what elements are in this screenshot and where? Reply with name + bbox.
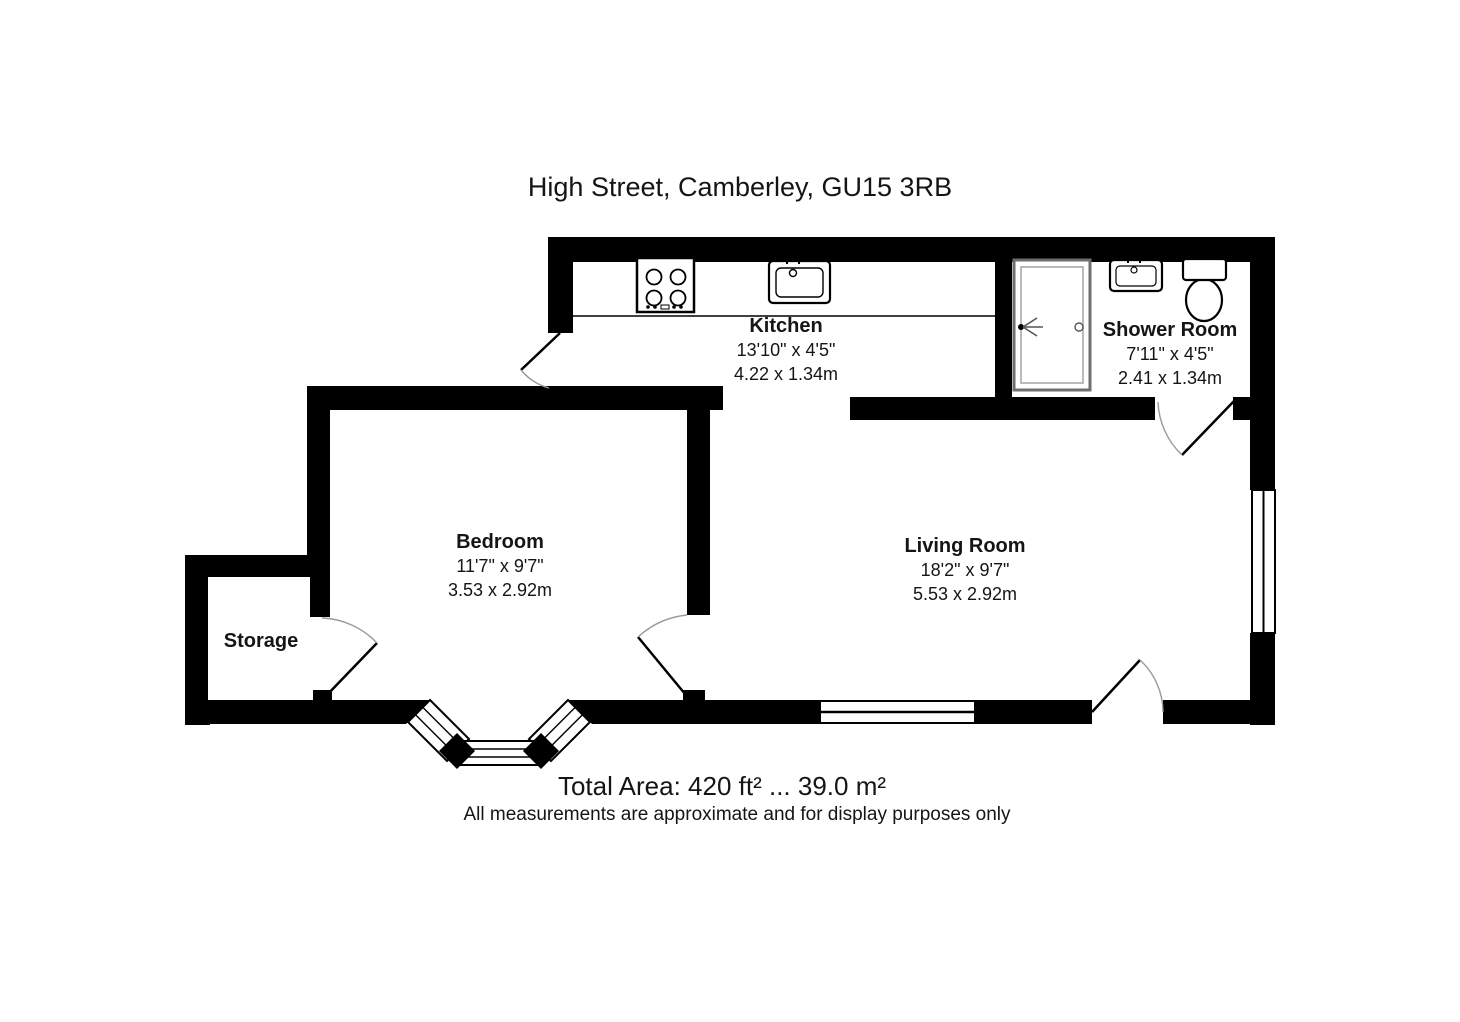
wall-bedroom-top xyxy=(307,386,723,410)
room-dims-imperial: 18'2" x 9'7" xyxy=(920,560,1010,580)
hob-icon xyxy=(635,256,696,314)
window-living-bottom xyxy=(819,700,976,724)
room-dims-metric: 2.41 x 1.34m xyxy=(1117,368,1223,388)
kitchen-sink-icon xyxy=(767,254,832,305)
wall-right-upper xyxy=(1250,237,1275,490)
disclaimer-text: All measurements are approximate and for… xyxy=(463,804,1011,825)
basin-icon xyxy=(1108,254,1164,293)
room-label-storage: Storage xyxy=(224,629,298,653)
wall-living-top xyxy=(850,397,1155,420)
wall-bottom-left xyxy=(185,700,430,724)
wall-bottom-mid xyxy=(568,700,820,724)
room-label-kitchen: Kitchen 13'10" x 4'5" 4.22 x 1.34m xyxy=(734,314,838,386)
room-name: Storage xyxy=(223,630,299,652)
room-dims-metric: 3.53 x 2.92m xyxy=(447,580,553,600)
bay-window xyxy=(406,698,592,769)
walls xyxy=(185,237,1275,725)
room-dims-imperial: 7'11" x 4'5" xyxy=(1126,344,1214,364)
door-living-entry xyxy=(1091,659,1164,713)
room-dims-imperial: 13'10" x 4'5" xyxy=(736,340,836,360)
wall-kitchen-left xyxy=(548,262,573,333)
door-shower-room xyxy=(1157,399,1236,456)
window-living-right xyxy=(1251,489,1276,634)
shower-enclosure-icon xyxy=(1012,258,1092,392)
room-label-living-room: Living Room 18'2" x 9'7" 5.53 x 2.92m xyxy=(904,534,1025,606)
wall-storage-top xyxy=(185,555,330,577)
door-storage xyxy=(321,617,378,698)
room-name: Shower Room xyxy=(1102,319,1238,341)
room-dims-metric: 5.53 x 2.92m xyxy=(912,584,1018,604)
wall-storage-bottom-corner xyxy=(185,700,210,725)
wall-bottom-right-1 xyxy=(975,700,1092,724)
door-kitchen-entry xyxy=(520,332,561,389)
shower-door-handle xyxy=(1074,322,1084,332)
wall-storage-left xyxy=(185,555,208,725)
wall-right-lower xyxy=(1250,633,1275,725)
room-dims-metric: 4.22 x 1.34m xyxy=(733,364,839,384)
wall-bottom-right-2 xyxy=(1163,700,1250,724)
toilet-icon xyxy=(1181,257,1228,323)
room-dims-imperial: 11'7" x 9'7" xyxy=(456,556,544,576)
wall-bedroom-left xyxy=(307,386,330,577)
page-title: High Street, Camberley, GU15 3RB xyxy=(527,172,953,202)
wall-storage-right xyxy=(310,577,330,617)
wall-shower-door-jamb xyxy=(1233,397,1252,420)
door-bedroom xyxy=(637,614,691,701)
wall-bedroom-living-divider xyxy=(687,410,710,615)
wall-kitchen-shower-divider xyxy=(995,262,1012,420)
room-name: Living Room xyxy=(904,535,1026,557)
total-area-text: Total Area: 420 ft² ... 39.0 m² xyxy=(557,771,887,801)
shower-head-icon xyxy=(1018,317,1043,337)
room-name: Bedroom xyxy=(456,531,544,553)
room-label-shower-room: Shower Room 7'11" x 4'5" 2.41 x 1.34m xyxy=(1103,318,1237,390)
room-name: Kitchen xyxy=(749,315,823,337)
room-label-bedroom: Bedroom 11'7" x 9'7" 3.53 x 2.92m xyxy=(448,530,552,602)
